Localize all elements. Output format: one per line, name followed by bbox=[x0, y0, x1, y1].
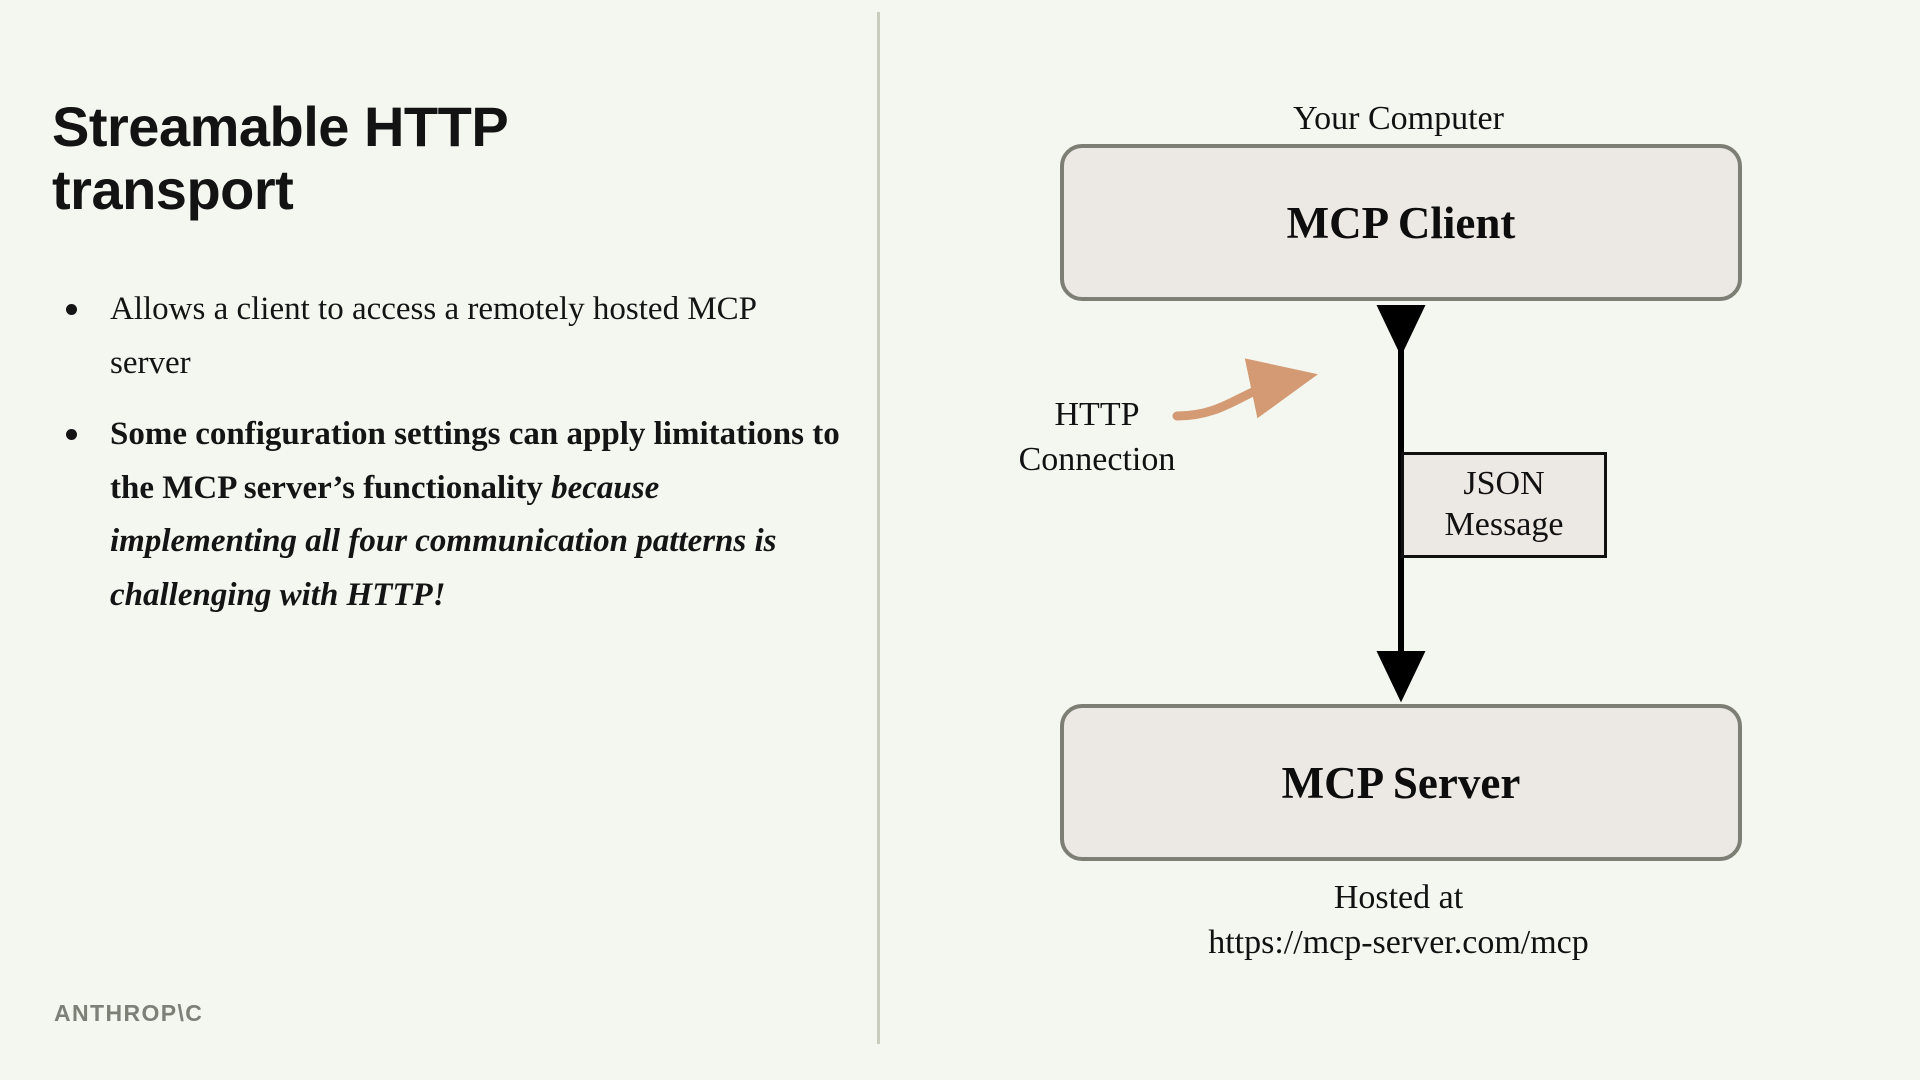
bullet-text-lead: Some configuration settings can apply li… bbox=[110, 416, 840, 506]
column-divider bbox=[877, 12, 880, 1044]
hosted-at-url: https://mcp-server.com/mcp bbox=[1208, 924, 1589, 962]
anthropic-logo: ANTHROP\C bbox=[54, 1000, 204, 1026]
hosted-at-line1: Hosted at bbox=[1333, 879, 1464, 916]
http-connection-line2: Connection bbox=[1018, 441, 1176, 479]
mcp-client-node: MCP Client bbox=[1060, 144, 1742, 301]
your-computer-label: Your Computer bbox=[1293, 100, 1504, 137]
json-message-line1: JSON bbox=[1463, 465, 1545, 503]
list-item: Allows a client to access a remotely hos… bbox=[52, 283, 842, 390]
json-message-box: JSON Message bbox=[1401, 452, 1607, 558]
transport-diagram: Your Computer MCP Client HTTP Connection… bbox=[877, 0, 1920, 1080]
bullet-list: Allows a client to access a remotely hos… bbox=[52, 283, 842, 622]
mcp-client-label: MCP Client bbox=[1286, 197, 1516, 248]
http-connection-label: HTTP Connection bbox=[897, 392, 1297, 482]
hosted-at-label: Hosted at https://mcp-server.com/mcp bbox=[877, 875, 1920, 965]
bullet-text: Allows a client to access a remotely hos… bbox=[110, 291, 756, 381]
mcp-server-label: MCP Server bbox=[1281, 757, 1521, 808]
json-message-line2: Message bbox=[1444, 506, 1564, 543]
http-connection-line1: HTTP bbox=[1054, 396, 1140, 433]
list-item: Some configuration settings can apply li… bbox=[52, 408, 842, 622]
page-title: Streamable HTTP transport bbox=[52, 95, 508, 221]
mcp-server-node: MCP Server bbox=[1060, 704, 1742, 861]
left-content-column: Streamable HTTP transport Allows a clien… bbox=[52, 95, 840, 640]
bullet-text-emphasis: because implementing all four communicat… bbox=[110, 469, 777, 613]
